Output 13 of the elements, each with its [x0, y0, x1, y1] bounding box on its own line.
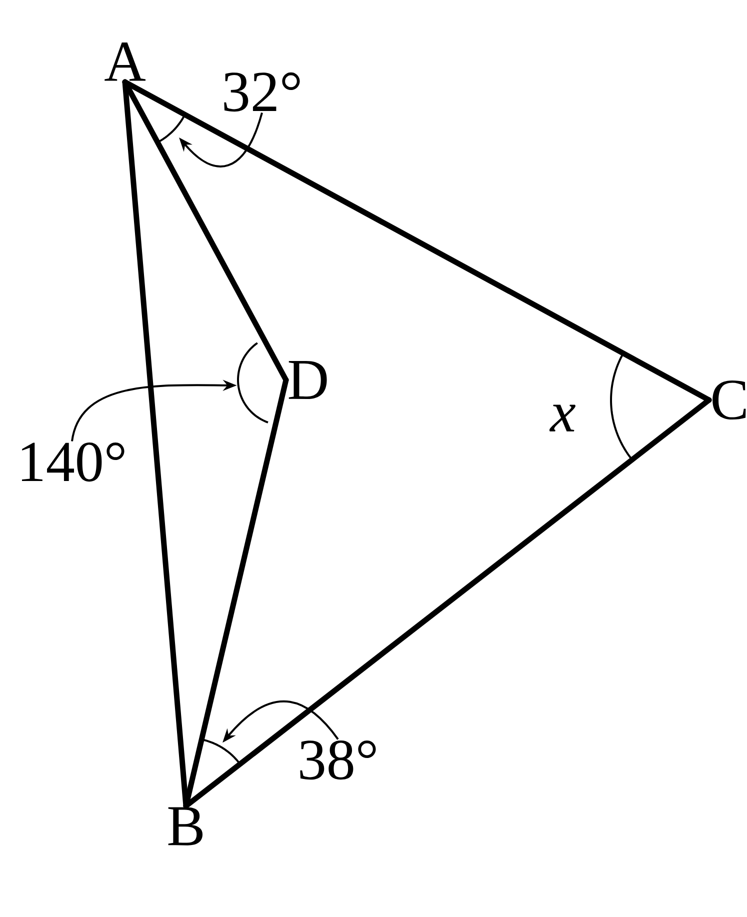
angle-arc — [156, 116, 185, 144]
angle-label: 140° — [22, 442, 124, 482]
angle-arc — [202, 738, 240, 764]
triangle-side — [122, 79, 289, 383]
vertex-label: D — [288, 360, 327, 400]
triangle-side — [183, 377, 289, 809]
vertex-label: A — [104, 42, 146, 81]
angle-label: 38° — [300, 740, 376, 780]
angle-arc — [237, 342, 268, 424]
angle-label: 32° — [224, 72, 300, 112]
angle-label: x — [549, 404, 576, 432]
vertex-label: C — [712, 380, 746, 420]
vertex-label: B — [168, 807, 202, 846]
